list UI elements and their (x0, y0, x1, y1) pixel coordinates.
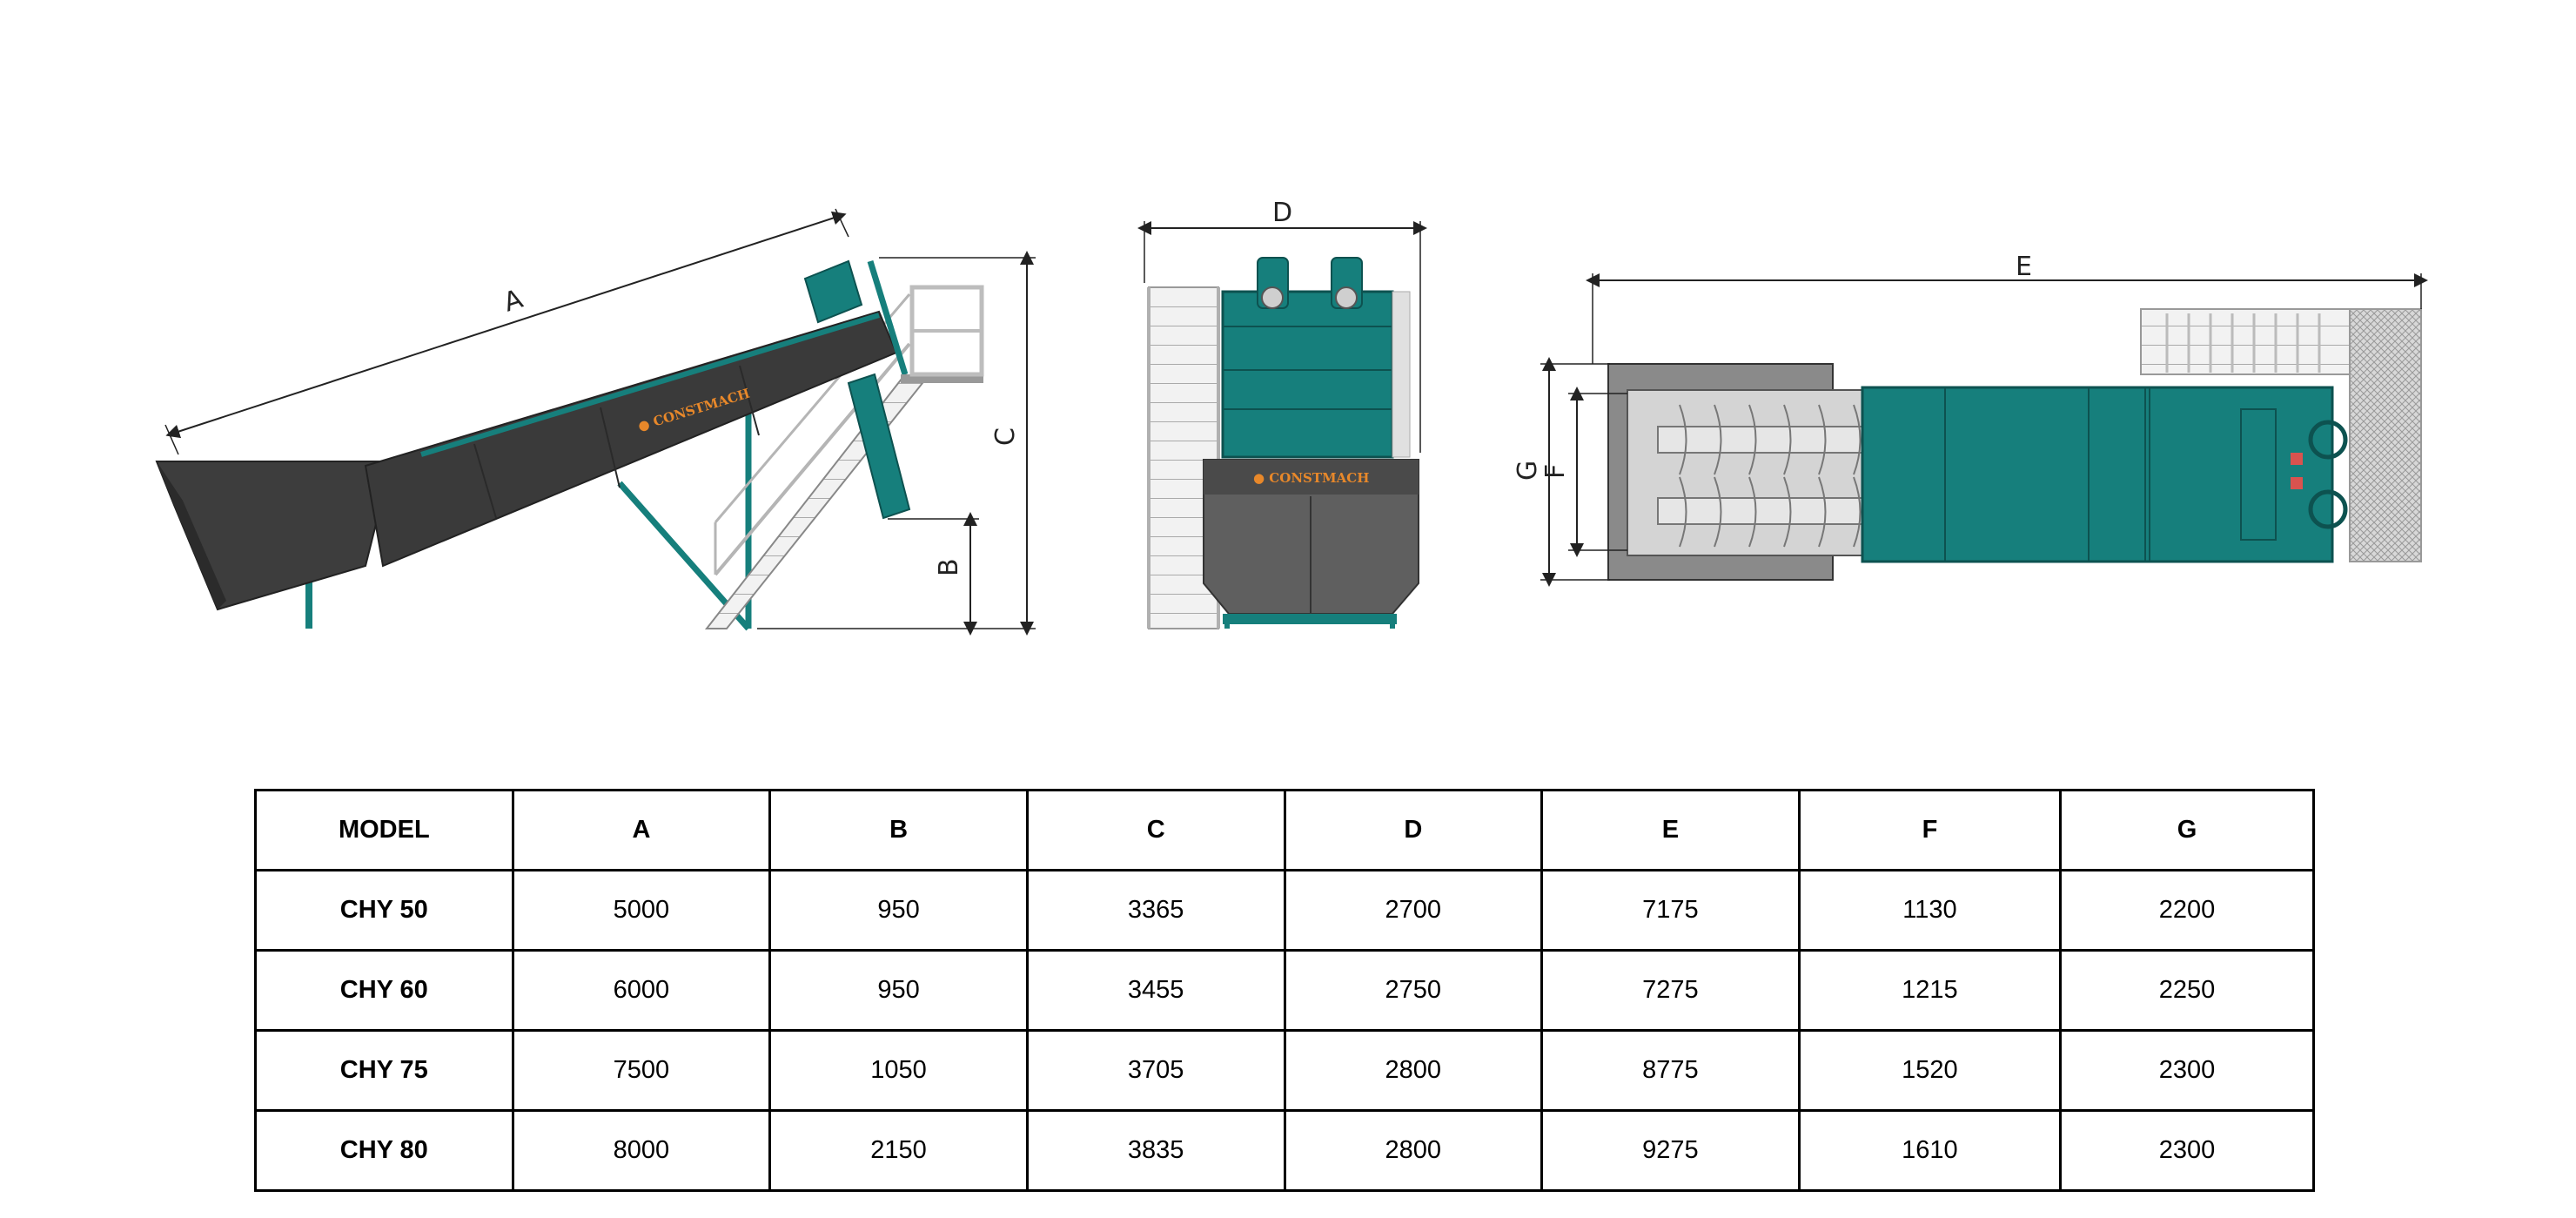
side-hopper (155, 461, 393, 611)
side-view: ● CONSTMACH A C B (155, 208, 1036, 636)
table-cell: 7500 (511, 1029, 772, 1112)
dimension-label-e: E (2016, 252, 2032, 282)
side-drive-unit (803, 259, 863, 324)
table-cell: 3835 (1025, 1109, 1286, 1192)
table-cell: 2300 (2059, 1029, 2315, 1112)
table-cell: 1215 (1797, 949, 2063, 1032)
table-cell: 2300 (2059, 1109, 2315, 1192)
table-cell: 950 (768, 869, 1029, 952)
front-brand-logo: ● CONSTMACH (1253, 470, 1369, 486)
table-row: CHY 50 5000 950 3365 2700 7175 1130 2200 (254, 869, 2315, 952)
front-view: ● CONSTMACH D (1137, 198, 1427, 629)
dimension-label-g: G (1513, 461, 1543, 481)
model-cell: CHY 75 (254, 1029, 514, 1112)
table-cell: 2150 (768, 1109, 1029, 1192)
table-cell: 3455 (1025, 949, 1286, 1032)
screw-augers (1657, 404, 1863, 548)
table-row: CHY 75 7500 1050 3705 2800 8775 1520 230… (254, 1029, 2315, 1112)
header-a: A (511, 789, 772, 871)
table-cell: 3705 (1025, 1029, 1286, 1112)
header-model: MODEL (254, 789, 514, 871)
table-cell: 2800 (1283, 1109, 1544, 1192)
table-cell: 2700 (1283, 869, 1544, 952)
table-cell: 1050 (768, 1029, 1029, 1112)
table-cell: 6000 (511, 949, 772, 1032)
table-cell: 7175 (1540, 869, 1801, 952)
table-cell: 3365 (1025, 869, 1286, 952)
dimension-label-c: C (990, 427, 1021, 446)
side-trough (364, 310, 898, 568)
front-motors (1257, 257, 1363, 309)
table-cell: 2800 (1283, 1029, 1544, 1112)
dimension-label-a: A (500, 284, 527, 319)
table-cell: 8000 (511, 1109, 772, 1192)
dimension-label-b: B (934, 558, 964, 576)
table-cell: 9275 (1540, 1109, 1801, 1192)
model-cell: CHY 60 (254, 949, 514, 1032)
header-e: E (1540, 789, 1801, 871)
table-cell: 1520 (1797, 1029, 2063, 1112)
header-c: C (1025, 789, 1286, 871)
technical-drawing: ● CONSTMACH A C B (155, 198, 2428, 636)
dimension-label-f: F (1540, 464, 1571, 479)
table-header-row: MODEL A B C D E F G (254, 789, 2315, 871)
table-cell: 2200 (2059, 869, 2315, 952)
table-cell: 950 (768, 949, 1029, 1032)
front-tank (1221, 290, 1394, 459)
dimension-label-d: D (1272, 198, 1292, 228)
side-platform (901, 285, 984, 383)
dimensions-table: MODEL A B C D E F G CHY 50 5000 950 3365… (254, 789, 2315, 1192)
model-cell: CHY 50 (254, 869, 514, 952)
top-drive-end (2240, 408, 2348, 541)
table-cell: 2250 (2059, 949, 2315, 1032)
header-d: D (1283, 789, 1544, 871)
table-cell: 1130 (1797, 869, 2063, 952)
top-view: E G F (1513, 252, 2428, 587)
top-platform (2349, 308, 2422, 562)
table-cell: 1610 (1797, 1109, 2063, 1192)
model-cell: CHY 80 (254, 1109, 514, 1192)
table-row: CHY 80 8000 2150 3835 2800 9275 1610 230… (254, 1109, 2315, 1192)
table-cell: 8775 (1540, 1029, 1801, 1112)
table-cell: 7275 (1540, 949, 1801, 1032)
table-cell: 5000 (511, 869, 772, 952)
top-staircase (2140, 308, 2351, 375)
table-row: CHY 60 6000 950 3455 2750 7275 1215 2250 (254, 949, 2315, 1032)
table-cell: 2750 (1283, 949, 1544, 1032)
header-b: B (768, 789, 1029, 871)
header-g: G (2059, 789, 2315, 871)
header-f: F (1797, 789, 2063, 871)
